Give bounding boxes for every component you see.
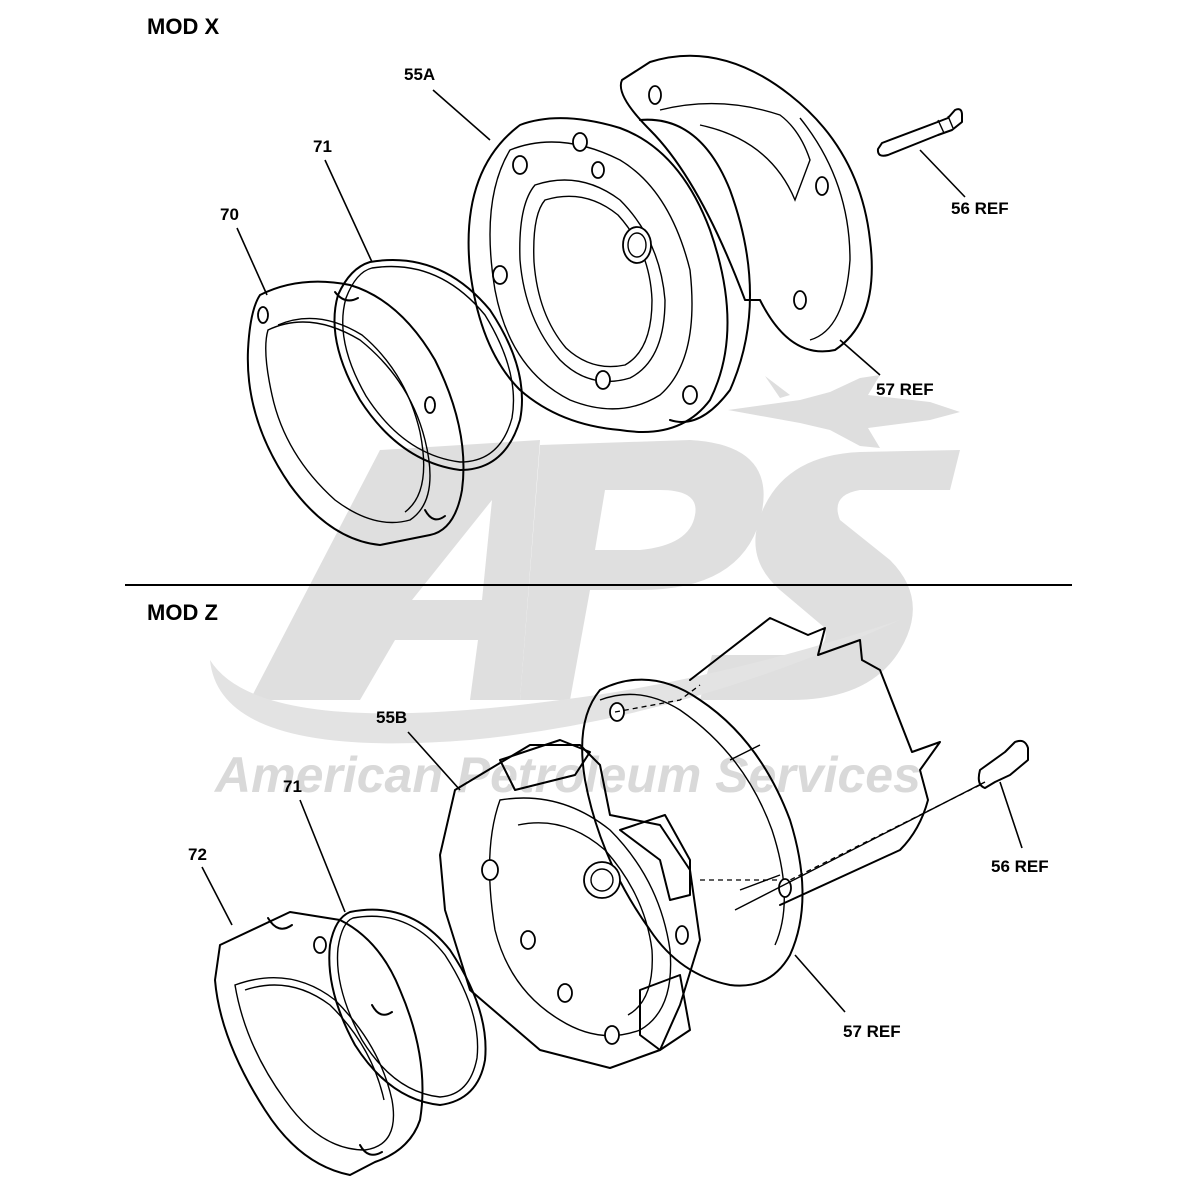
watermark-logo bbox=[250, 440, 960, 700]
mod-z-pin-56 bbox=[734, 739, 1029, 911]
mod-x-pin-56 bbox=[876, 108, 963, 157]
mod-z-oring-71 bbox=[328, 908, 487, 1106]
mod-z-nut-72 bbox=[214, 911, 424, 1176]
callout-56-ref-x: 56 REF bbox=[951, 199, 1009, 218]
callout-72: 72 bbox=[188, 845, 207, 864]
mod-x-title: MOD X bbox=[147, 14, 220, 39]
callout-55b: 55B bbox=[376, 708, 407, 727]
watermark-plane-icon bbox=[728, 375, 960, 448]
callout-57-ref-z: 57 REF bbox=[843, 1022, 901, 1041]
mod-x-flange-57 bbox=[619, 54, 873, 353]
mod-x-ring-70 bbox=[246, 280, 465, 546]
mod-z-leaders bbox=[201, 731, 1023, 1013]
mod-z-flange-57 bbox=[581, 617, 941, 987]
mod-z-housing-55b bbox=[439, 739, 780, 1069]
watermark-swoosh bbox=[210, 620, 900, 744]
callout-56-ref-z: 56 REF bbox=[991, 857, 1049, 876]
callout-57-ref-x: 57 REF bbox=[876, 380, 934, 399]
callout-55a: 55A bbox=[404, 65, 435, 84]
mod-x-housing-55a bbox=[467, 117, 751, 433]
mod-z-title: MOD Z bbox=[147, 600, 218, 625]
mod-x-leaders bbox=[236, 89, 966, 376]
watermark: American Petroleum Services bbox=[210, 375, 960, 803]
mod-x-oring-71 bbox=[333, 259, 523, 471]
watermark-company: American Petroleum Services bbox=[213, 747, 921, 803]
callout-71-z: 71 bbox=[283, 777, 302, 796]
mod-z-callouts: 55B 71 72 56 REF 57 REF bbox=[188, 708, 1049, 1041]
mod-x-callouts: 55A 71 70 56 REF 57 REF bbox=[220, 65, 1009, 399]
callout-71-x: 71 bbox=[313, 137, 332, 156]
callout-70: 70 bbox=[220, 205, 239, 224]
